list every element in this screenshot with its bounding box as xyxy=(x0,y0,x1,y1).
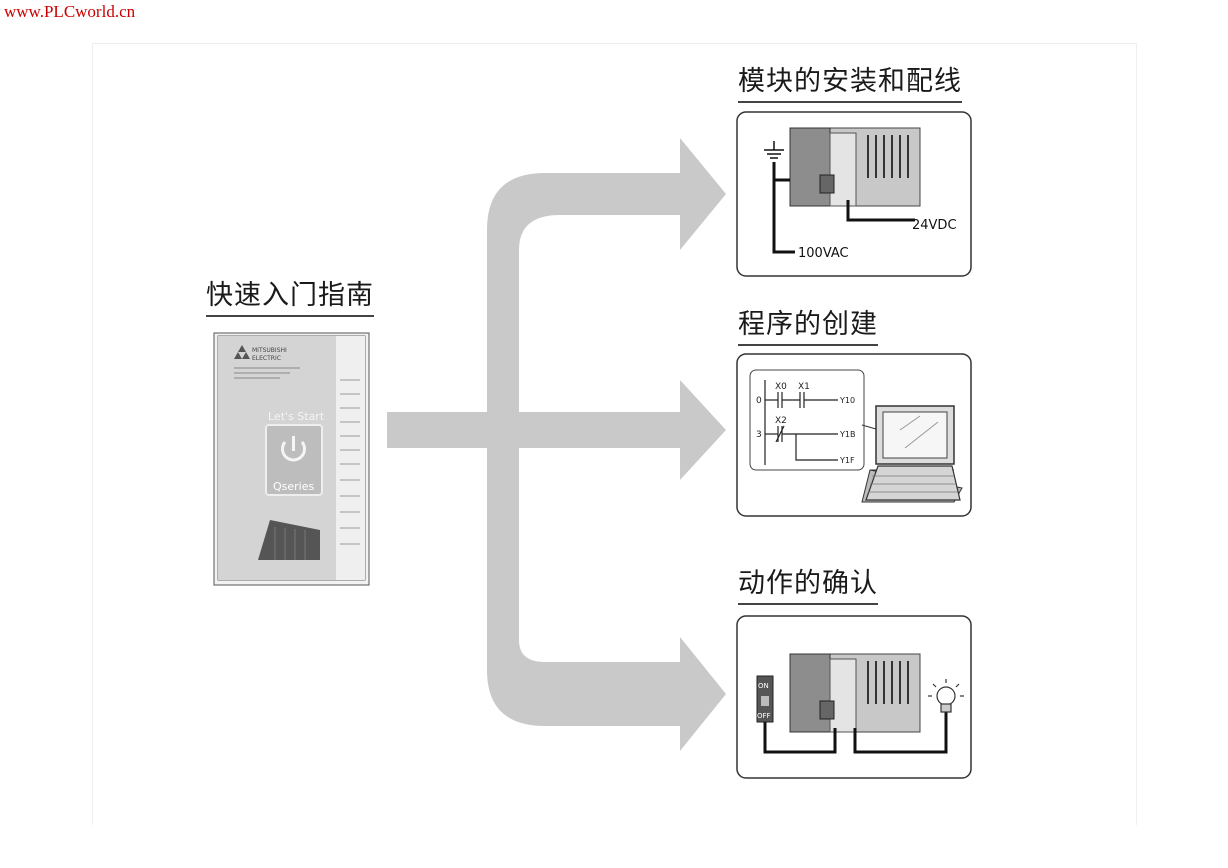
ladder-step-3: 3 xyxy=(756,430,762,440)
ladder-contact-x2: X2 xyxy=(775,416,787,426)
ladder-contact-x1: X1 xyxy=(798,382,810,392)
ladder-step-0: 0 xyxy=(756,396,762,406)
ladder-coil-y1f: Y1F xyxy=(839,456,855,465)
switch-on-label: ON xyxy=(758,682,769,690)
watermark-link[interactable]: www.PLCworld.cn xyxy=(4,2,136,21)
flow-connector xyxy=(387,138,726,751)
ladder-coil-y10: Y10 xyxy=(839,396,855,405)
step-title-operation: 动作的确认 xyxy=(738,568,878,605)
panel-operation-check: ON OFF xyxy=(736,615,972,779)
flow-arrows xyxy=(387,138,726,751)
power-icon xyxy=(281,436,306,462)
frame-left-line xyxy=(92,43,93,825)
frame-top-line xyxy=(92,43,1137,44)
ladder-coil-y1b: Y1B xyxy=(839,430,855,439)
mitsubishi-logo-icon xyxy=(234,345,250,359)
book-brand-line2: ELECTRIC xyxy=(252,355,281,362)
laptop-icon xyxy=(861,405,963,503)
frame-right-line xyxy=(1136,43,1137,825)
ladder-diagram xyxy=(764,380,838,465)
plc-module-2 xyxy=(789,653,921,733)
book-series-text: Qseries xyxy=(273,480,315,493)
label-100vac: 100VAC xyxy=(798,246,849,261)
step-title-install: 模块的安装和配线 xyxy=(738,66,962,103)
guide-book: MITSUBISHI ELECTRIC Let's Start Qseries xyxy=(213,332,370,586)
book-cover-text: Let's Start xyxy=(268,410,325,423)
step-title-program: 程序的创建 xyxy=(738,309,878,346)
plc-module xyxy=(789,127,921,207)
panel-program-creation: X0 X1 Y10 X2 Y1B Y1F 0 3 xyxy=(736,353,972,517)
ladder-contact-x0: X0 xyxy=(775,382,787,392)
guide-title: 快速入门指南 xyxy=(206,280,374,317)
lamp-icon xyxy=(928,679,964,713)
ground-icon xyxy=(764,141,784,159)
switch-off-label: OFF xyxy=(757,712,771,720)
panel-install-wiring: 24VDC 100VAC xyxy=(736,111,972,277)
label-24vdc: 24VDC xyxy=(912,218,957,233)
book-brand-line1: MITSUBISHI xyxy=(252,347,287,354)
